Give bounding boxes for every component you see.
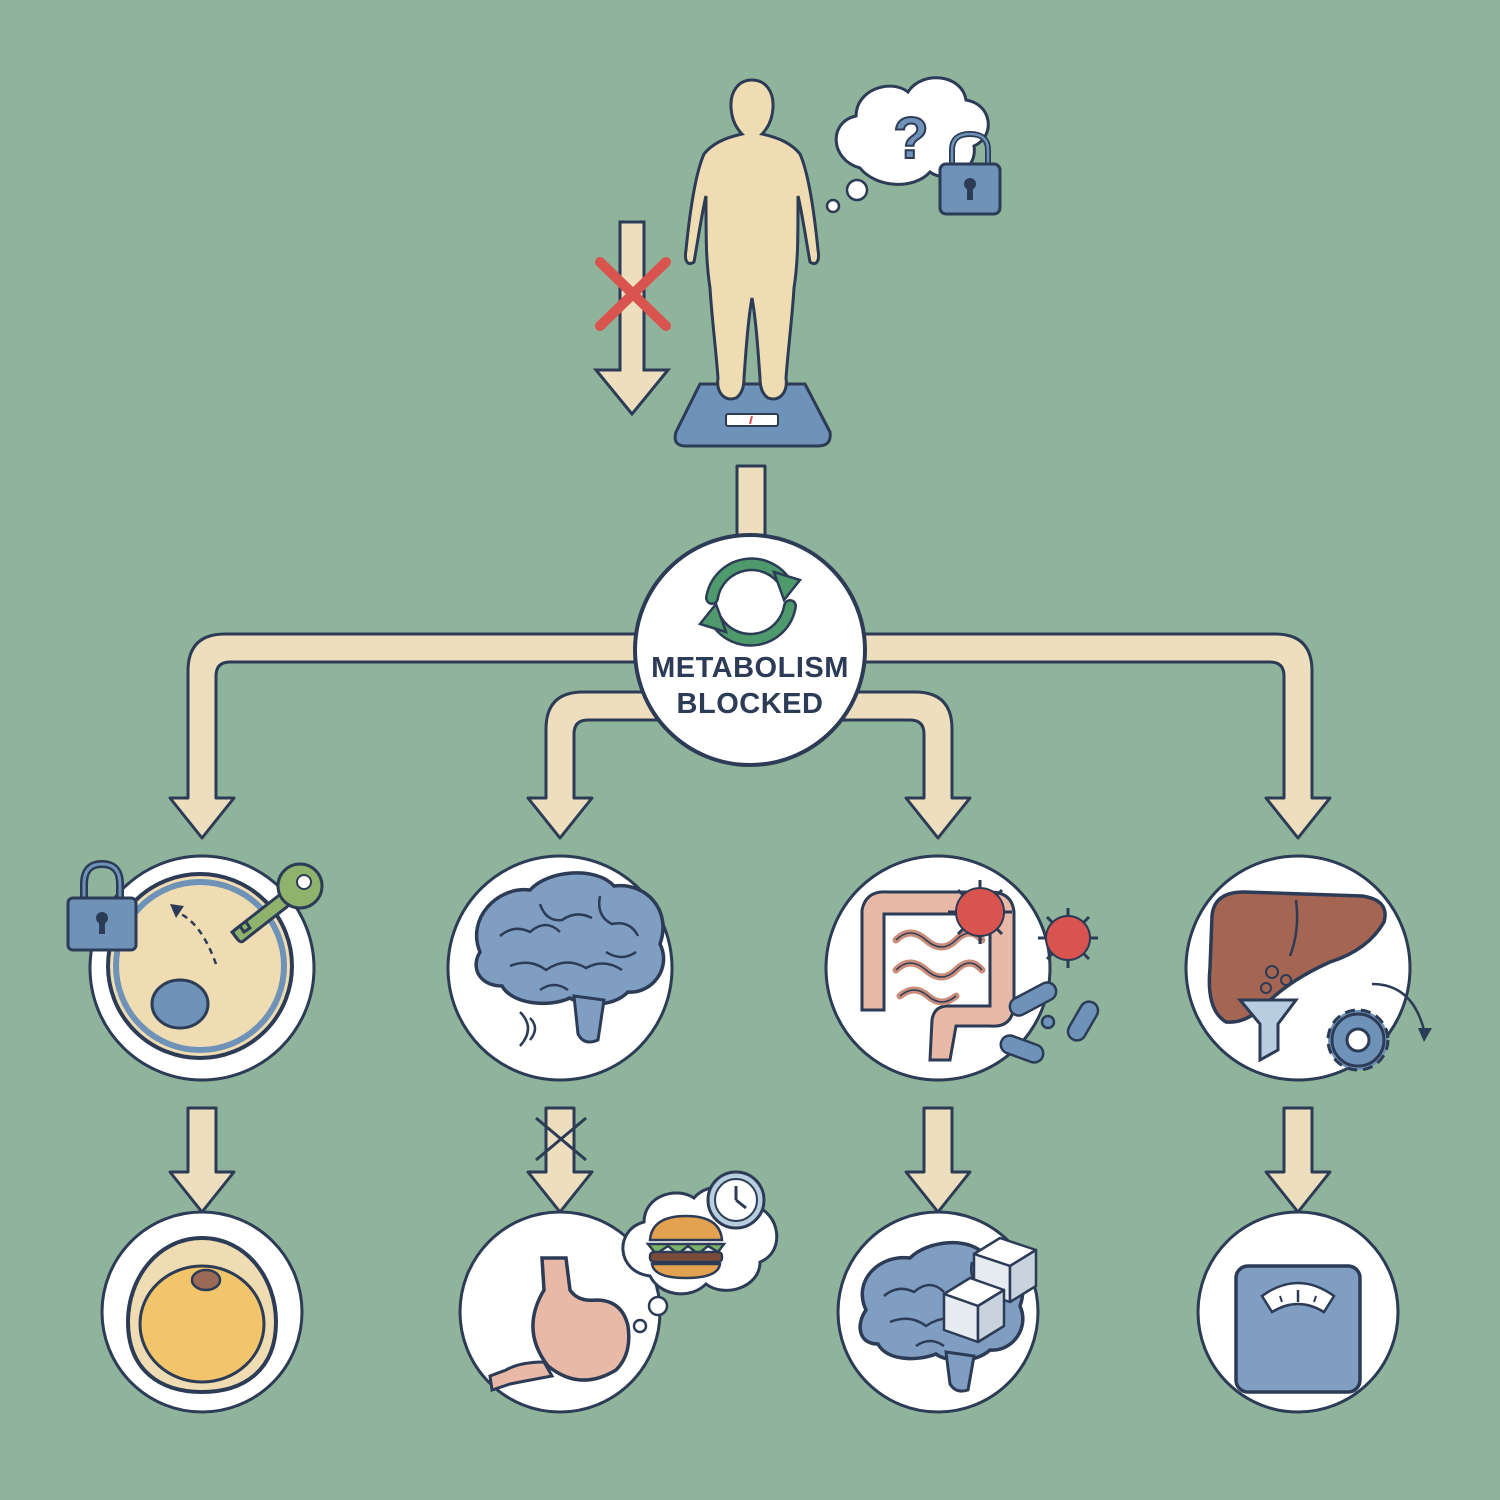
weight-loss-arrow-crossed-icon: [592, 220, 672, 417]
stomach-craving-burger-icon: [458, 1170, 779, 1414]
gear-icon: [1326, 1008, 1390, 1072]
cycle-arrows-icon: [697, 557, 803, 647]
clock-icon: [706, 1170, 766, 1230]
brain-sugar-cubes-icon: [836, 1210, 1040, 1414]
svg-text:?: ?: [893, 106, 928, 171]
locked-cell-insulin-key-icon: [66, 854, 324, 1082]
result-arrow: [904, 1106, 972, 1214]
hub-label-line1: METABOLISM: [651, 652, 849, 684]
inner-branch-connector: [526, 690, 670, 840]
inner-branch-connector: [830, 690, 972, 840]
blocked-signal-icon: [535, 1116, 587, 1162]
virus-icon: [948, 880, 1098, 968]
outer-branch-connector: [168, 632, 652, 840]
scale-icon: [1196, 1210, 1400, 1414]
thought-bubble-question-lock-icon: ?: [825, 76, 1002, 216]
burger-icon: [645, 1214, 727, 1280]
hub-label-line2: BLOCKED: [676, 688, 824, 720]
result-arrow: [526, 1106, 594, 1214]
person-on-scale-icon: [673, 78, 832, 448]
result-arrow: [168, 1106, 236, 1214]
fat-cell-icon: [100, 1210, 304, 1414]
result-arrow: [1264, 1106, 1332, 1214]
brain-icon: [446, 854, 674, 1082]
hub-label: METABOLISM BLOCKED: [640, 650, 860, 722]
connectors: [168, 464, 1332, 1214]
liver-filter-gear-icon: [1184, 854, 1432, 1082]
hub-node: [633, 533, 867, 767]
gut-bacteria-icon: [824, 854, 1100, 1082]
sugar-cube-icon: [942, 1236, 1038, 1344]
outer-branch-connector: [848, 632, 1332, 840]
